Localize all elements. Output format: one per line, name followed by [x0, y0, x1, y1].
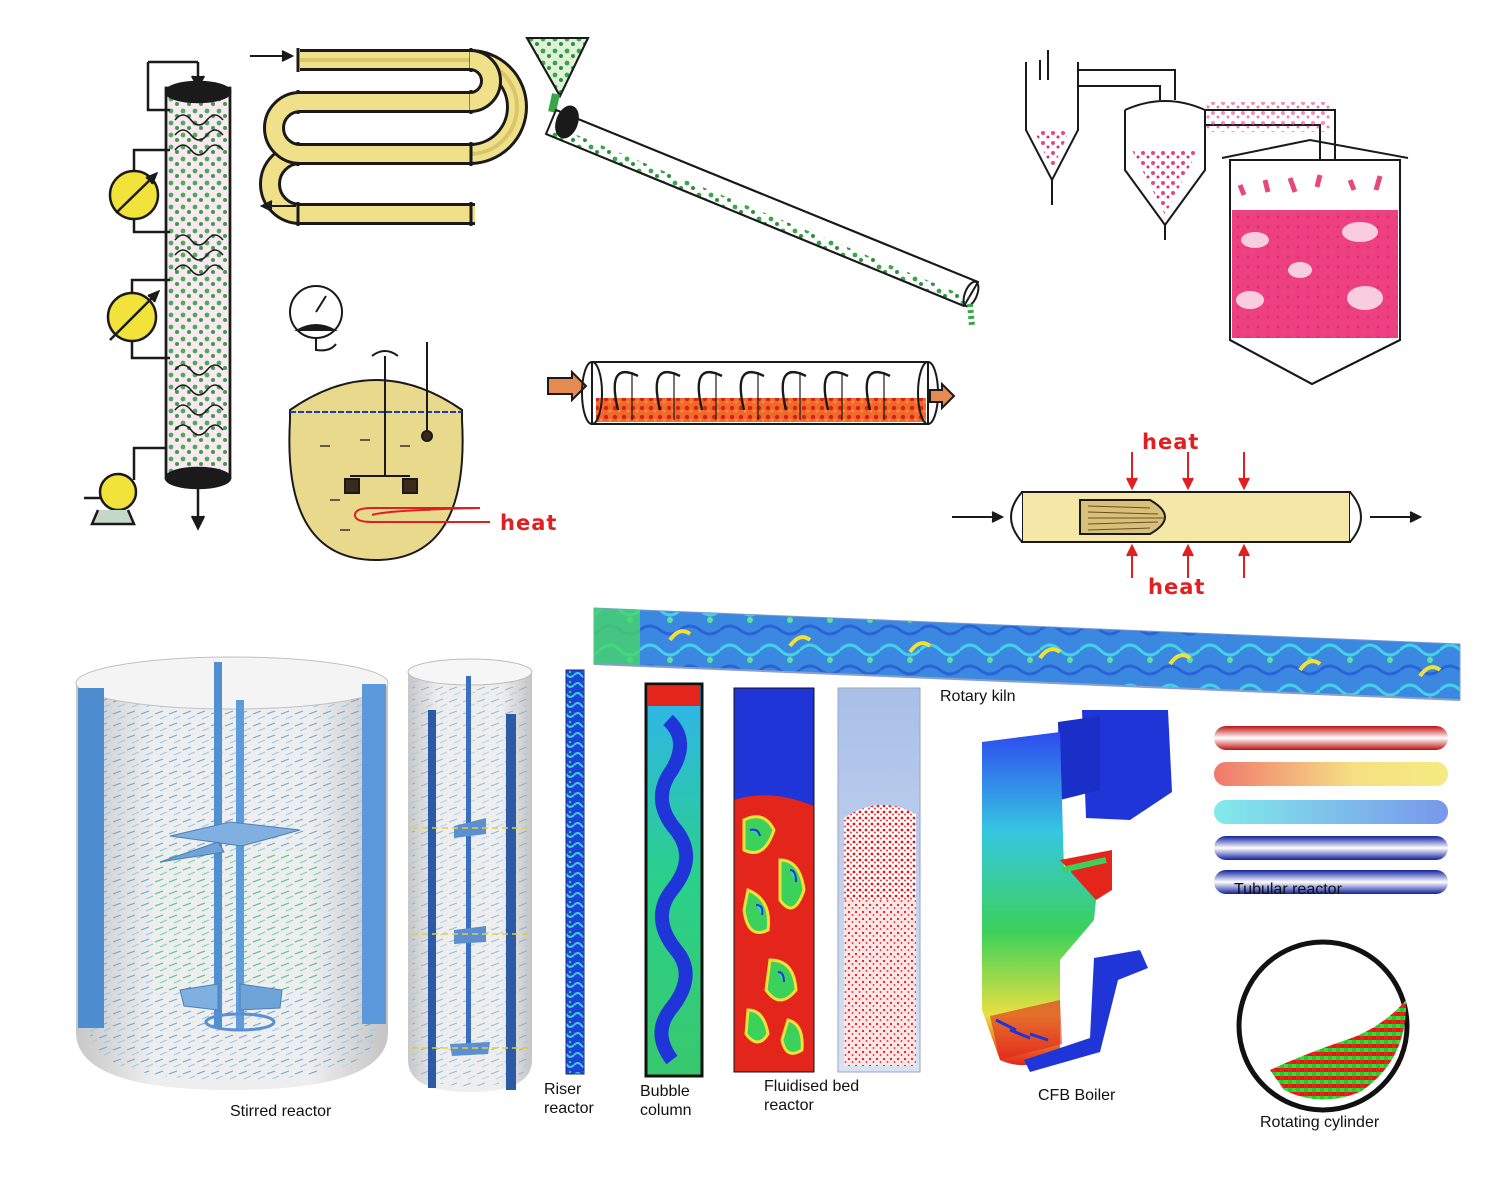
serpentine-tube-bends — [263, 49, 502, 165]
batch-vessel-sketch — [288, 285, 490, 562]
fluidised-bed-label-line2: reactor — [764, 1097, 814, 1114]
tubular-reactor-sketch — [952, 452, 1423, 578]
multi-impeller-reactor-cfd — [407, 658, 533, 1092]
tubular-reactor-label: Tubular reactor — [1234, 881, 1342, 898]
riser-reactor-label-line2: reactor — [544, 1100, 594, 1117]
cfb-boiler-cfd — [982, 710, 1172, 1072]
screw-conveyor-sketch — [547, 361, 956, 425]
rotary-kiln-cfd — [593, 607, 1461, 701]
fluidised-bed-label-line1: Fluidised bed — [764, 1078, 860, 1095]
serpentine-tube-sketch — [250, 48, 528, 226]
packed-column-sketch — [84, 60, 232, 531]
fluidised-bed-cfd — [733, 687, 815, 1073]
rotary-kiln-label: Rotary kiln — [940, 688, 1016, 705]
rotating-cylinder-cfd — [1236, 939, 1410, 1113]
heat-label-bottom: heat — [1148, 575, 1205, 599]
stirred-reactor-cfd — [75, 656, 389, 1090]
fluidised-bed-particles — [837, 687, 921, 1073]
rotating-cylinder-label: Rotating cylinder — [1260, 1114, 1380, 1131]
bubble-column-label-line2: column — [640, 1102, 692, 1119]
bubble-column-label-line1: Bubble — [640, 1083, 690, 1100]
cyclone-separator-sketch — [1025, 50, 1409, 386]
inclined-drum-sketch — [525, 37, 980, 327]
riser-reactor-cfd — [565, 669, 585, 1075]
stirred-reactor-label: Stirred reactor — [230, 1103, 332, 1120]
heat-label-top: heat — [1142, 430, 1199, 454]
riser-reactor-label-line1: Riser — [544, 1081, 582, 1098]
bubble-column-cfd — [644, 682, 704, 1078]
heat-label-vessel: heat — [500, 511, 557, 535]
tubular-reactor-cfd — [1214, 726, 1448, 894]
cfb-boiler-label: CFB Boiler — [1038, 1087, 1116, 1104]
